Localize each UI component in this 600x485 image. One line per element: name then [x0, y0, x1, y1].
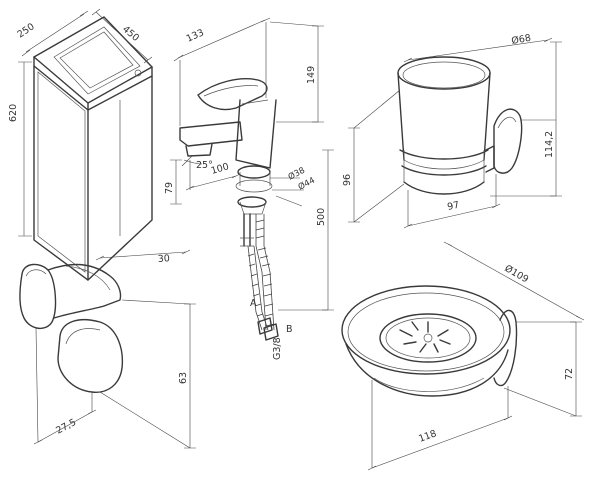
faucet-reach-label: 100 [210, 161, 230, 177]
soap-dish-drawing [342, 242, 584, 470]
faucet-thread-label: G3/8 [272, 337, 283, 360]
tumbler-projection-label: 97 [446, 200, 460, 213]
cabinet-width-label: 450 [120, 24, 141, 44]
soap-dish-height-label: 72 [564, 368, 575, 380]
faucet-hose-length-label: 500 [316, 208, 327, 226]
faucet-inlet-b-label: B [286, 324, 293, 335]
hook-width-label: 30 [157, 253, 170, 265]
cabinet-depth-label: 250 [16, 21, 37, 40]
tumbler-diameter-label: Ø68 [511, 33, 532, 47]
hook-height-label: 63 [178, 372, 189, 384]
faucet-base-height-label: 79 [164, 182, 175, 194]
faucet-inlet-a-label: A [250, 298, 257, 309]
hook-depth-label: 27,5 [54, 417, 78, 437]
tumbler-cup-height-label: 96 [342, 174, 353, 186]
faucet-tilt-label: 25° [196, 160, 213, 171]
soap-dish-projection-label: 118 [417, 428, 438, 445]
tumbler-height-label: 114,2 [544, 131, 555, 158]
cabinet-drawing [18, 9, 152, 280]
faucet-length-label: 133 [185, 27, 206, 44]
hook-drawing [20, 250, 196, 448]
faucet-height-label: 149 [306, 66, 317, 84]
cabinet-height-label: 620 [8, 104, 19, 122]
